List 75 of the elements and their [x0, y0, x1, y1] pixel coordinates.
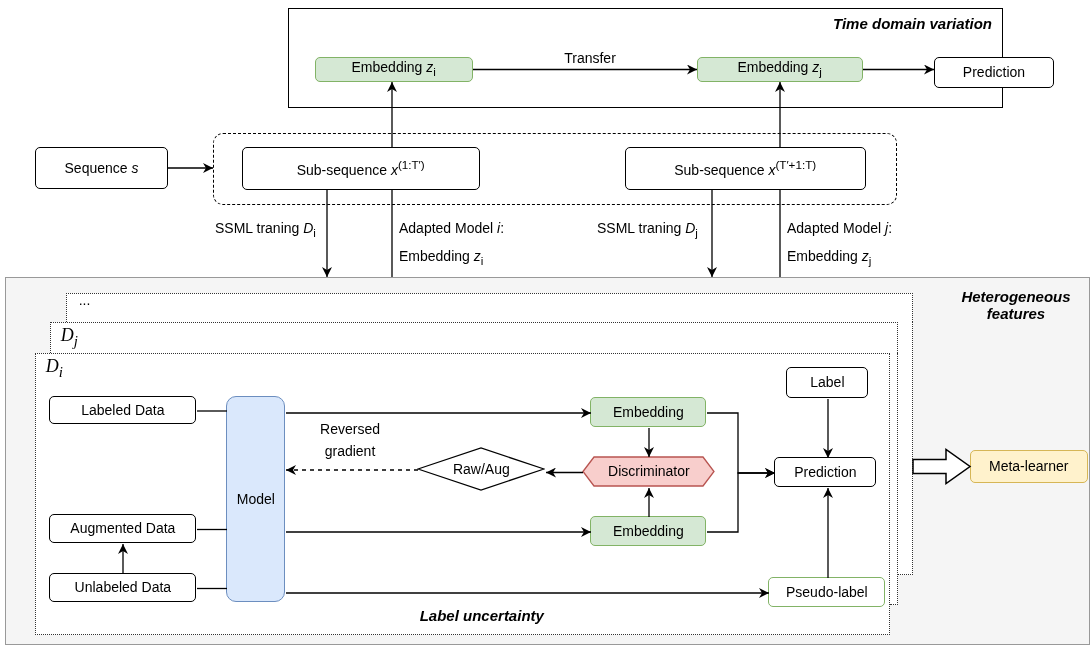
arrow [823, 398, 833, 459]
box-label: Embedding z$_{j}$ [737, 59, 822, 80]
box-label: Label [810, 374, 845, 392]
stacked-page [34, 352, 890, 635]
arrow [472, 64, 698, 75]
arrow [285, 408, 592, 418]
box-label: Embedding [612, 522, 684, 540]
group-title: Heterogeneous features [960, 288, 1072, 322]
edge-label: Adapted Model i: Embedding z$_{i}$ [399, 219, 506, 269]
process-box [624, 146, 866, 190]
group-panel [5, 277, 1090, 645]
page-label: D$_{j}$ [60, 324, 78, 350]
embedding-box [696, 56, 863, 82]
box-label: Discriminator [608, 463, 690, 481]
arrow [707, 189, 717, 278]
box-label: Labeled Data [81, 401, 165, 419]
box-label: Raw/Aug [452, 460, 510, 478]
box-label: Pseudo-label [786, 583, 868, 601]
embedding-box [590, 516, 707, 547]
arrow [167, 163, 214, 173]
arrow [387, 81, 397, 148]
block-arrow [912, 448, 972, 485]
arrow [322, 189, 332, 278]
process-box [49, 573, 197, 603]
arrow [644, 427, 654, 458]
dashed-arrow [285, 465, 419, 475]
dashed-group-box [213, 133, 897, 205]
group-title: Time domain variation [833, 15, 992, 32]
arrow [823, 487, 833, 579]
arrow [545, 467, 584, 478]
connector-line [779, 189, 781, 278]
connector-line [391, 189, 393, 278]
box-label: Augmented Data [70, 520, 176, 538]
box-label: Prediction [794, 463, 857, 481]
stacked-page-edge [49, 321, 898, 353]
group-title: Label uncertainty [419, 606, 544, 624]
arrow [775, 81, 785, 148]
connector-line [196, 410, 228, 412]
page-label: D$_{i}$ [45, 355, 63, 381]
edge-label: Reversed gradient [319, 420, 381, 461]
process-box [49, 396, 197, 425]
process-box [934, 57, 1054, 88]
arrow [285, 588, 770, 598]
box-label: Sub-sequence x$^{(1:T′)}$ [296, 157, 425, 179]
arrow [285, 527, 592, 537]
embedding-box [314, 56, 473, 82]
connector-line [196, 528, 228, 531]
box-label: Model [236, 490, 275, 508]
edge-label: Adapted Model j: Embedding z$_{j}$ [787, 219, 894, 269]
box-label: Embedding z$_{i}$ [351, 59, 436, 80]
box-label: Meta-learner [989, 457, 1069, 475]
process-box [241, 146, 480, 190]
arrow [706, 468, 776, 533]
box-label: Prediction [962, 64, 1026, 81]
process-box [774, 457, 877, 488]
edge-label: SSML traning D$_{i}$ [214, 219, 317, 241]
connector-line [196, 587, 228, 590]
box-label: Unlabeled Data [74, 579, 172, 597]
page-label: ... [78, 291, 91, 308]
arrow [644, 487, 654, 518]
process-box [49, 514, 197, 544]
process-box [768, 577, 886, 608]
stacked-page-edge [65, 292, 913, 322]
model-box [226, 396, 286, 603]
process-box [786, 367, 869, 399]
edge-label: Transfer [563, 49, 617, 68]
box-label: Embedding [612, 403, 684, 421]
embedding-box [590, 397, 707, 428]
arrow [862, 64, 935, 75]
arrow [118, 543, 128, 575]
box-label: Sub-sequence x$^{(T′+1:T)}$ [674, 157, 817, 179]
process-box [969, 449, 1088, 483]
box-label: Sequence s [64, 159, 139, 177]
process-box [35, 147, 168, 189]
edge-label: SSML traning D$_{j}$ [596, 219, 699, 241]
